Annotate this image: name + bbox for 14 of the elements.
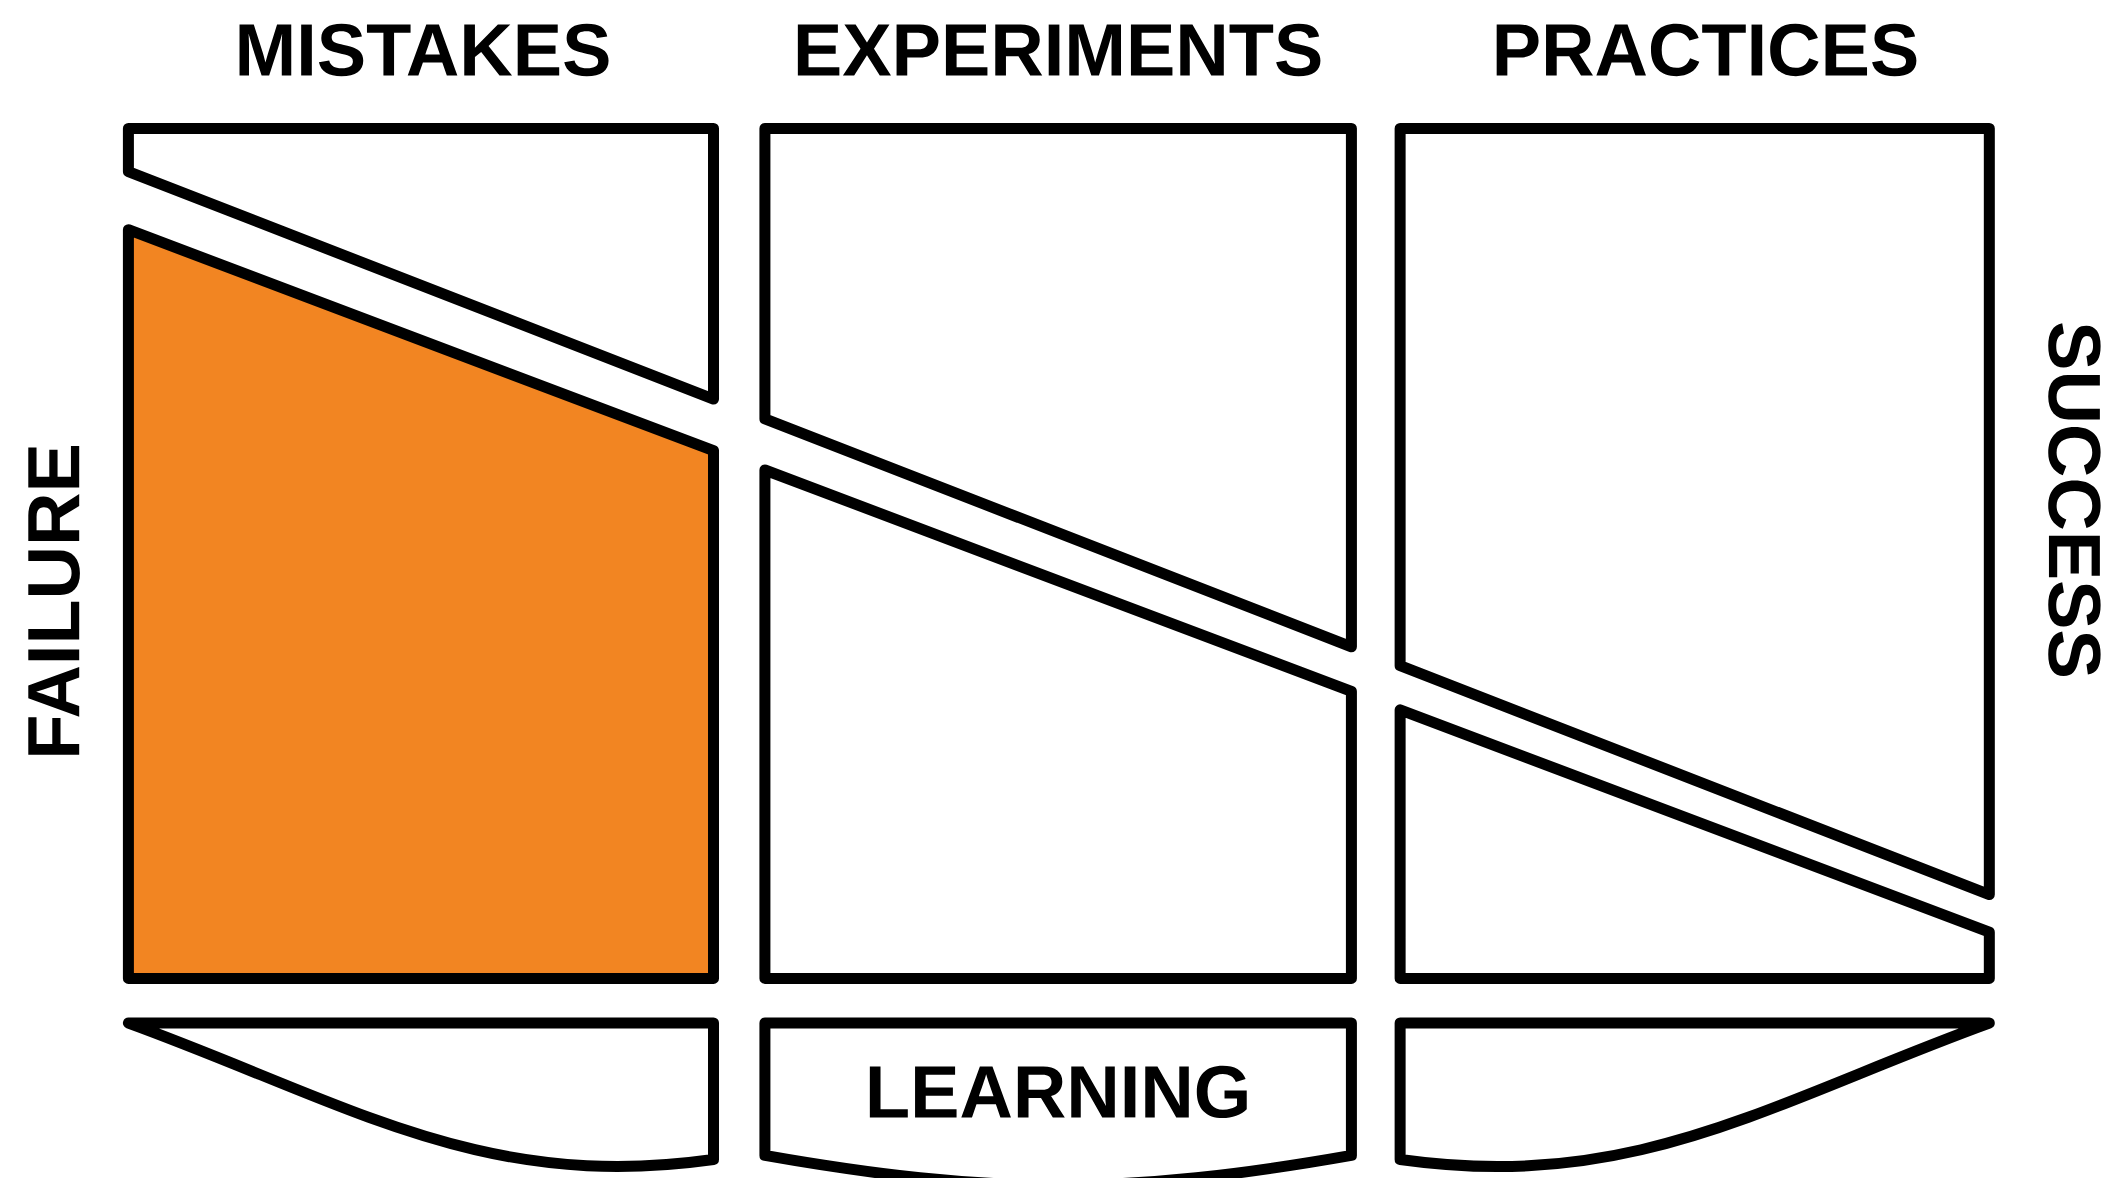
- column-heading: PRACTICES: [1496, 23, 1917, 77]
- band: [122, 1017, 719, 1172]
- column-heading: EXPERIMENTS: [797, 23, 1321, 77]
- learning-band: LEARNING: [759, 1017, 1357, 1178]
- axis-label: SUCCESS: [2048, 323, 2101, 676]
- column-heading: MISTAKES: [239, 23, 609, 77]
- band: [1394, 1017, 1995, 1172]
- panel: [1394, 122, 1995, 901]
- panel: [1394, 704, 1995, 984]
- panel: [759, 464, 1357, 984]
- panel: [122, 224, 719, 984]
- panel: [122, 122, 719, 405]
- panel: [759, 122, 1357, 653]
- axis-label: FAILURE: [28, 446, 80, 755]
